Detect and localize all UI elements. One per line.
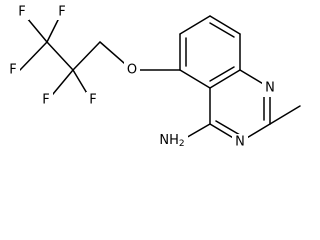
amine-subscript: 2 bbox=[179, 139, 185, 149]
bond-c8a-c4a-inner bbox=[209, 66, 235, 82]
bond-c7-c8 bbox=[209, 15, 241, 35]
atom-ring-nitrogen-top: N bbox=[265, 81, 275, 96]
atom-labels: F F F F F O N N NH2 bbox=[6, 3, 278, 151]
atom-fluorine-top-left: F bbox=[18, 5, 25, 20]
bond-c8a-c4a bbox=[209, 69, 241, 89]
atom-fluorine-left: F bbox=[9, 63, 16, 78]
bond-c2-methyl bbox=[269, 105, 301, 125]
atom-ring-nitrogen-bottom: N bbox=[235, 135, 245, 150]
bond-n3-c4-inner bbox=[215, 120, 241, 136]
bond-c1-c2 bbox=[46, 41, 74, 71]
bond-c6-c7 bbox=[179, 15, 211, 35]
bond-c4-nh2 bbox=[183, 123, 211, 140]
bond-c4a-c5 bbox=[179, 69, 211, 89]
bond-c7-c8-inner bbox=[209, 22, 235, 38]
atom-amine-group: NH2 bbox=[159, 133, 184, 150]
atom-fluorine-bottom-right: F bbox=[89, 93, 96, 108]
molecule-structure-diagram: F F F F F O N N NH2 bbox=[6, 3, 301, 151]
atom-fluorine-bottom-left: F bbox=[42, 93, 49, 108]
atom-fluorine-top-right: F bbox=[58, 5, 65, 20]
bond-c2-c3 bbox=[72, 41, 101, 71]
bond-c1-f-left bbox=[19, 41, 48, 71]
bonds bbox=[19, 11, 301, 143]
amine-symbol: NH bbox=[159, 133, 179, 148]
atom-ether-oxygen: O bbox=[127, 63, 137, 78]
